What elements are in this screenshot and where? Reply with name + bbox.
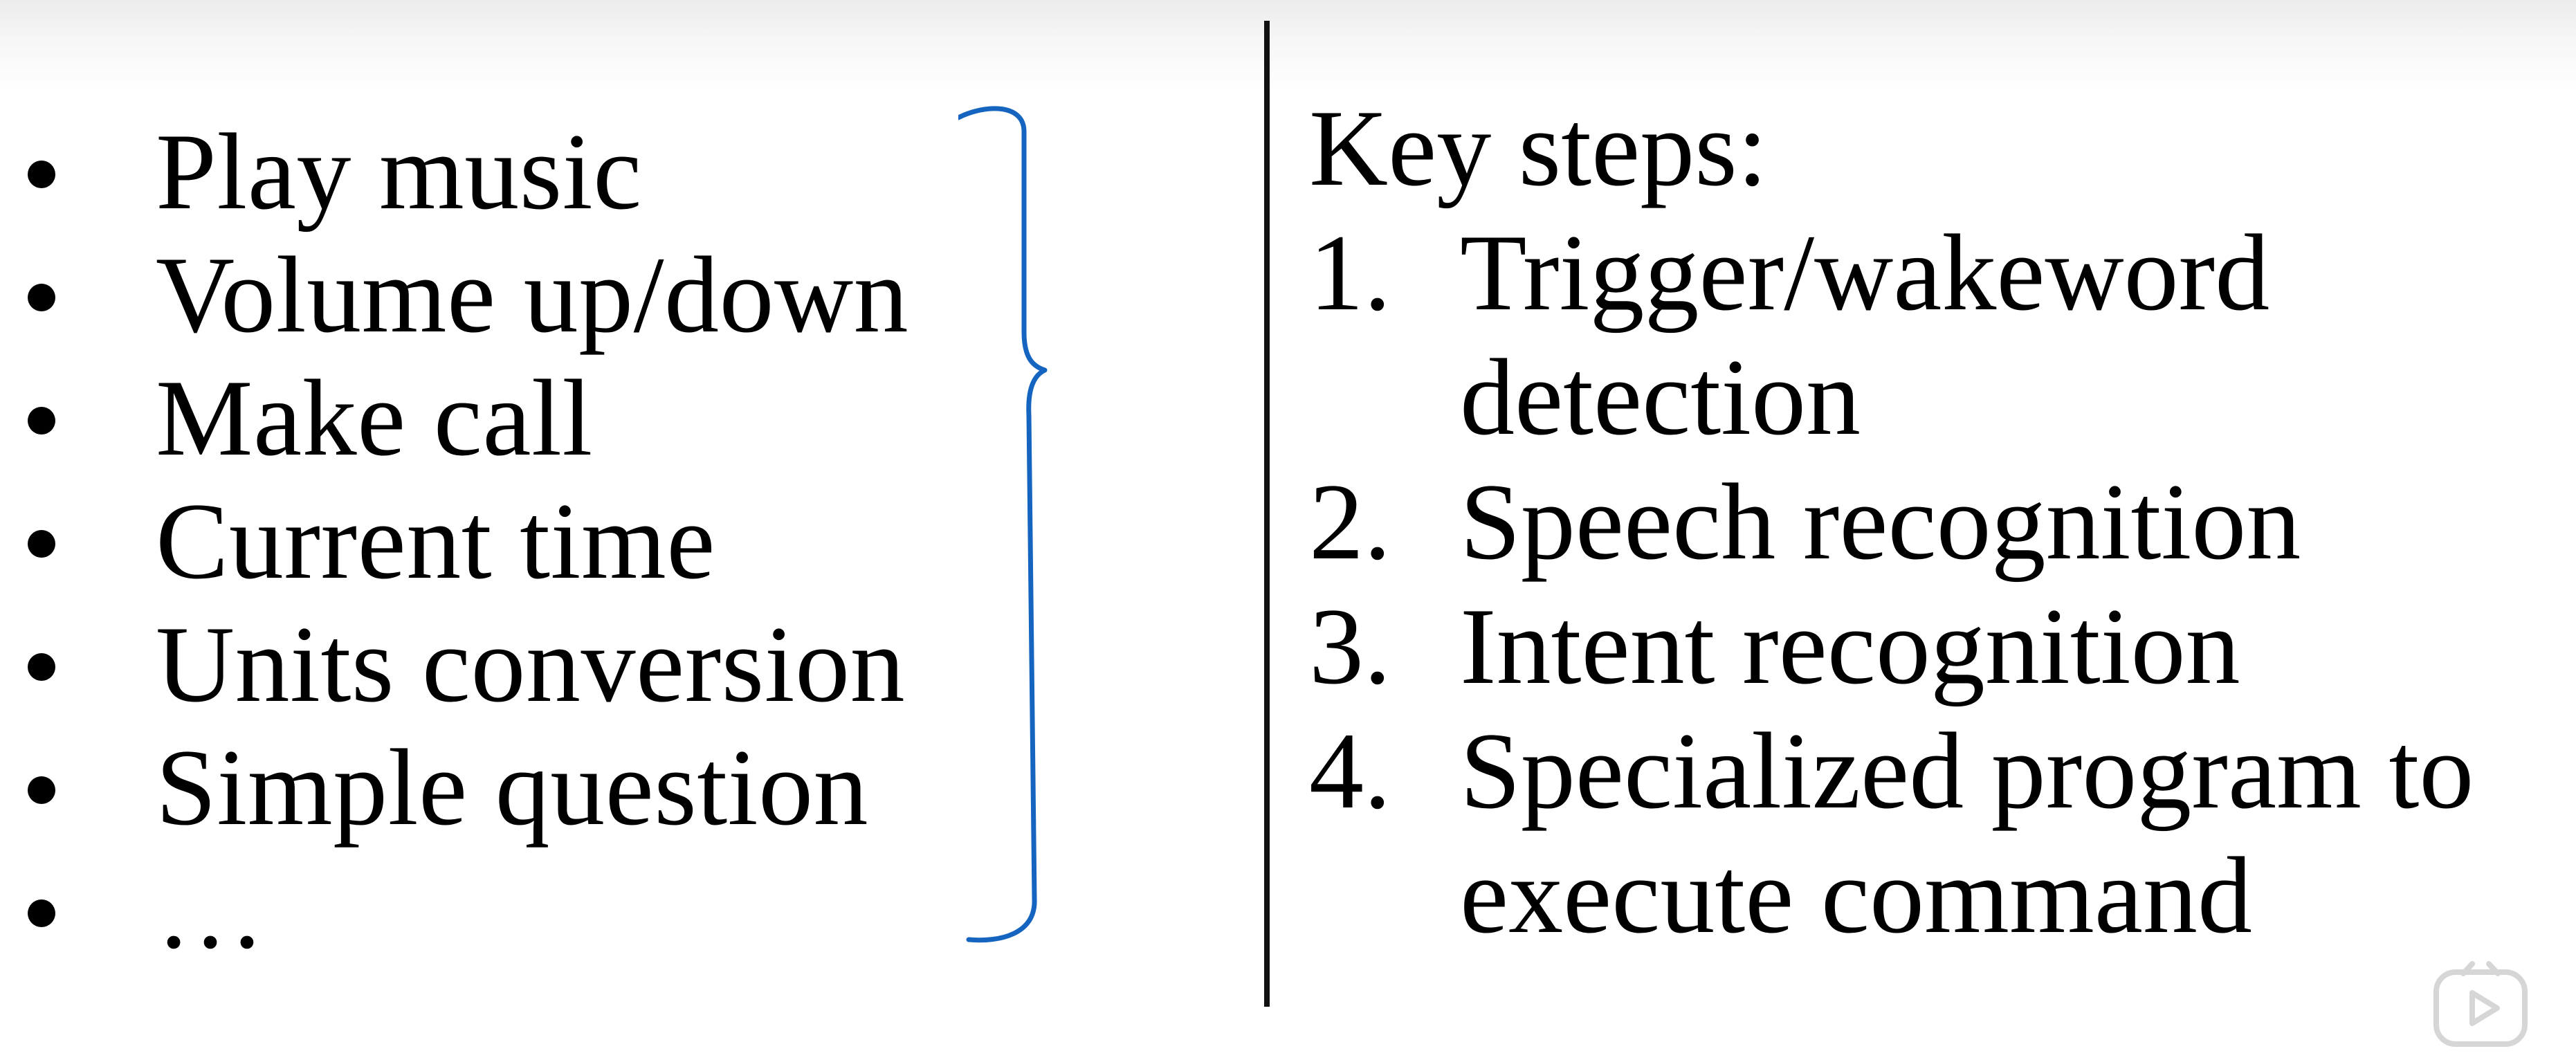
list-item-label: Volume up/down: [156, 235, 909, 356]
step-number: 3.: [1309, 586, 1391, 707]
list-item: Play music: [0, 111, 1038, 234]
bullet-icon: [28, 530, 55, 558]
list-item: Make call: [0, 357, 1038, 480]
play-logo-icon: [2433, 961, 2528, 1047]
curly-brace-annotation: [958, 106, 1048, 943]
bullet-icon: [28, 899, 55, 927]
list-item: Current time: [0, 480, 1038, 603]
step-number: 1.: [1309, 212, 1391, 333]
step-number: 2.: [1309, 462, 1391, 583]
step-text: Trigger/wakeword detection: [1460, 212, 2270, 458]
step-text: Specialized program to execute command: [1460, 711, 2474, 956]
step-text: Speech recognition: [1460, 462, 2301, 583]
list-item-label: Make call: [156, 358, 593, 479]
top-shadow: [0, 0, 2576, 90]
list-item: Units conversion: [0, 603, 1038, 727]
list-item-label: Units conversion: [156, 604, 906, 725]
list-item-label: …: [156, 850, 266, 971]
list-item: Simple question: [0, 727, 1038, 850]
list-item-label: Current time: [156, 481, 715, 602]
bullet-icon: [28, 161, 55, 188]
list-item: …: [0, 850, 1038, 973]
bullet-icon: [28, 776, 55, 804]
step-text: Intent recognition: [1460, 586, 2240, 707]
list-item-label: Play music: [156, 111, 642, 232]
vertical-divider: [1264, 21, 1270, 1007]
list-item-label: Simple question: [156, 727, 869, 848]
step-number: 4.: [1309, 711, 1391, 832]
list-item: Volume up/down: [0, 234, 1038, 357]
bullet-icon: [28, 653, 55, 681]
key-steps-heading: Key steps:: [1309, 88, 1768, 209]
brace-stroke: [958, 106, 1048, 943]
bullet-icon: [28, 284, 55, 311]
bullet-icon: [28, 407, 55, 435]
